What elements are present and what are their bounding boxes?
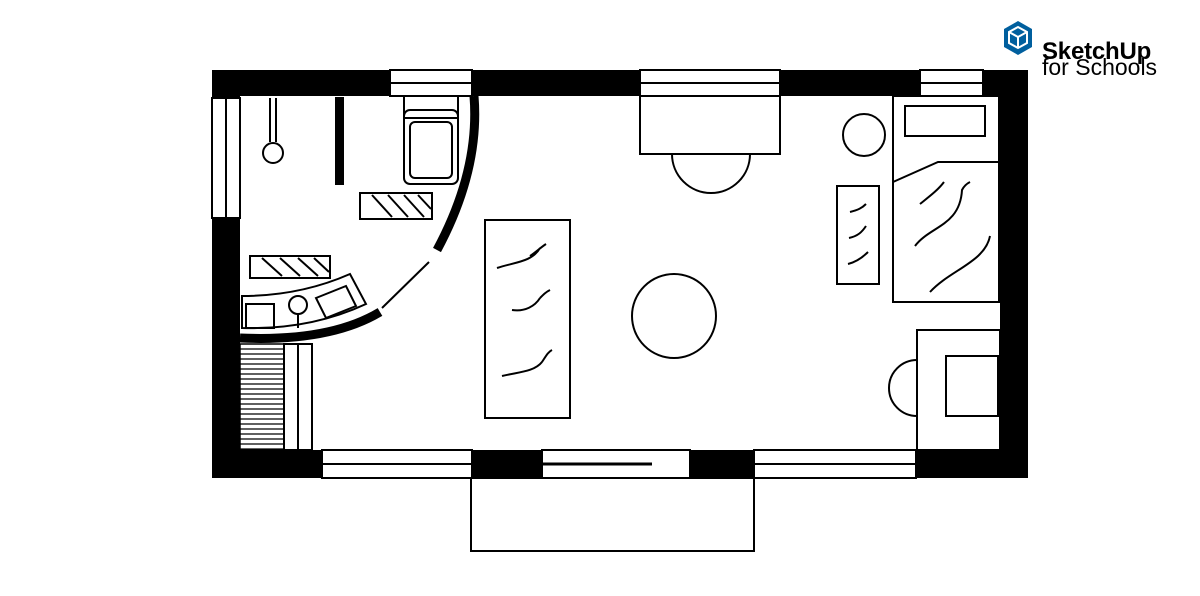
rug-right [836,185,880,285]
brand-logo: SketchUp for Schools [1002,20,1192,84]
radiator-lower [249,255,331,279]
toilet [403,95,459,185]
bed [892,95,1000,303]
vanity [241,272,368,330]
shower-head [262,98,284,164]
radiator-upper [359,192,433,220]
shower-partition [335,97,344,185]
rug-left [484,219,571,419]
round-stool [842,113,886,157]
exterior-walls [212,70,1028,478]
windows [211,69,984,479]
brand-subtitle: for Schools [1042,54,1158,80]
armchair [888,329,1001,451]
stair-treads [240,348,284,450]
desk [639,95,781,194]
balcony [470,477,755,552]
staircase [239,343,313,451]
round-table [631,273,717,359]
brand-name: SketchUp [1042,38,1152,65]
bathroom-partition [239,95,480,343]
sketchup-cube-icon [1004,21,1032,55]
